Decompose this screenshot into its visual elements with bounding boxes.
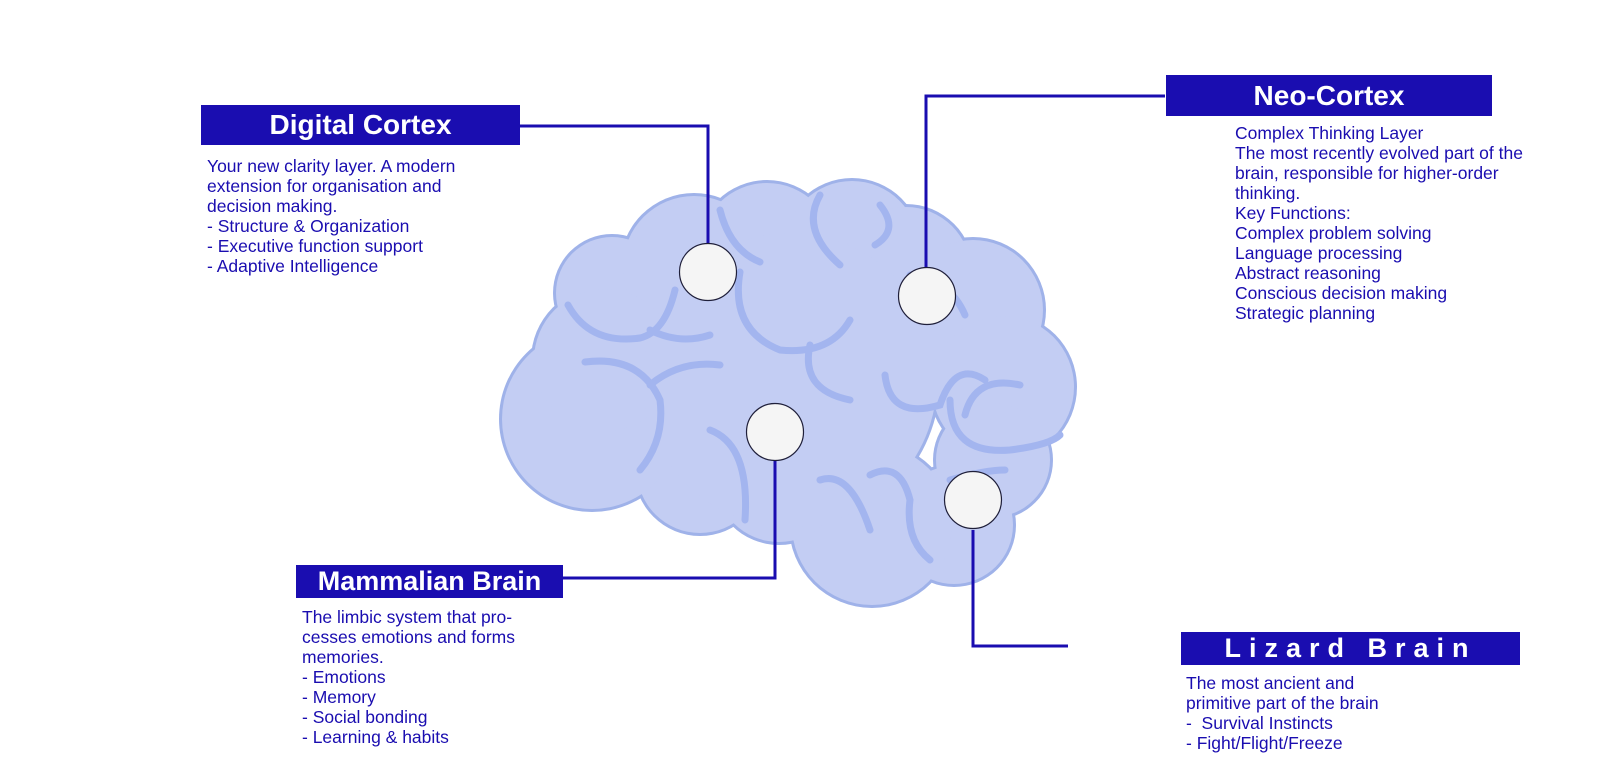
digital-cortex-marker[interactable]: [678, 242, 738, 302]
mammalian-brain-title: Mammalian Brain: [317, 566, 542, 596]
lizard-brain-marker[interactable]: [943, 470, 1003, 530]
digital-cortex-line: decision making.: [207, 196, 338, 216]
mammalian-brain-marker[interactable]: [745, 402, 805, 462]
mammalian-brain-line: - Memory: [302, 687, 376, 707]
mammalian-brain-line: - Learning & habits: [302, 727, 449, 747]
mammalian-brain-title-box: Mammalian Brain: [296, 565, 563, 598]
mammalian-brain-line: - Emotions: [302, 667, 386, 687]
connector-lines: [520, 94, 1165, 648]
neo-cortex-line: Abstract reasoning: [1235, 263, 1381, 283]
brain-illustration: [499, 178, 1077, 608]
neo-cortex-description: Complex Thinking Layer The most recently…: [1235, 123, 1523, 323]
digital-cortex-connector: [520, 124, 710, 248]
neo-cortex-title: Neo-Cortex: [1253, 79, 1405, 111]
lizard-brain-connector: [971, 530, 1068, 648]
lizard-brain-title-box: Lizard Brain: [1181, 632, 1520, 665]
lizard-brain-line: primitive part of the brain: [1186, 693, 1379, 713]
marker-dots: [678, 242, 1003, 530]
mammalian-brain-description: The limbic system that pro- cesses emoti…: [302, 607, 515, 747]
digital-cortex-line: extension for organisation and: [207, 176, 442, 196]
neo-cortex-line: The most recently evolved part of the: [1235, 143, 1523, 163]
digital-cortex-line: - Adaptive Intelligence: [207, 256, 379, 276]
lizard-brain-line: - Fight/Flight/Freeze: [1186, 733, 1343, 753]
digital-cortex-line: - Executive function support: [207, 236, 423, 256]
digital-cortex-line: Your new clarity layer. A modern: [207, 156, 456, 176]
mammalian-brain-line: memories.: [302, 647, 384, 667]
mammalian-brain-line: The limbic system that pro-: [302, 607, 513, 627]
neo-cortex-connector: [924, 94, 1165, 271]
mammalian-brain-line: cesses emotions and forms: [302, 627, 516, 647]
digital-cortex-description: Your new clarity layer. A modern extensi…: [207, 156, 455, 276]
neo-cortex-line: Conscious decision making: [1235, 283, 1448, 303]
neo-cortex-marker[interactable]: [897, 266, 957, 326]
digital-cortex-line: - Structure & Organization: [207, 216, 410, 236]
neo-cortex-title-box: Neo-Cortex: [1166, 75, 1492, 116]
lizard-brain-description: The most ancient and primitive part of t…: [1186, 673, 1379, 753]
neo-cortex-line: Strategic planning: [1235, 303, 1376, 323]
mammalian-brain-connector: [563, 460, 777, 580]
neo-cortex-line: thinking.: [1235, 183, 1301, 203]
lizard-brain-line: The most ancient and: [1186, 673, 1355, 693]
neo-cortex-line: brain, responsible for higher-order: [1235, 163, 1499, 183]
lizard-brain-title: Lizard Brain: [1224, 633, 1477, 663]
neo-cortex-line: Language processing: [1235, 243, 1403, 263]
mammalian-brain-line: - Social bonding: [302, 707, 428, 727]
neo-cortex-line: Key Functions:: [1235, 203, 1351, 223]
digital-cortex-title-box: Digital Cortex: [201, 105, 520, 145]
lizard-brain-line: - Survival Instincts: [1186, 713, 1333, 733]
neo-cortex-line: Complex Thinking Layer: [1235, 123, 1424, 143]
neo-cortex-line: Complex problem solving: [1235, 223, 1432, 243]
digital-cortex-title: Digital Cortex: [269, 109, 452, 140]
